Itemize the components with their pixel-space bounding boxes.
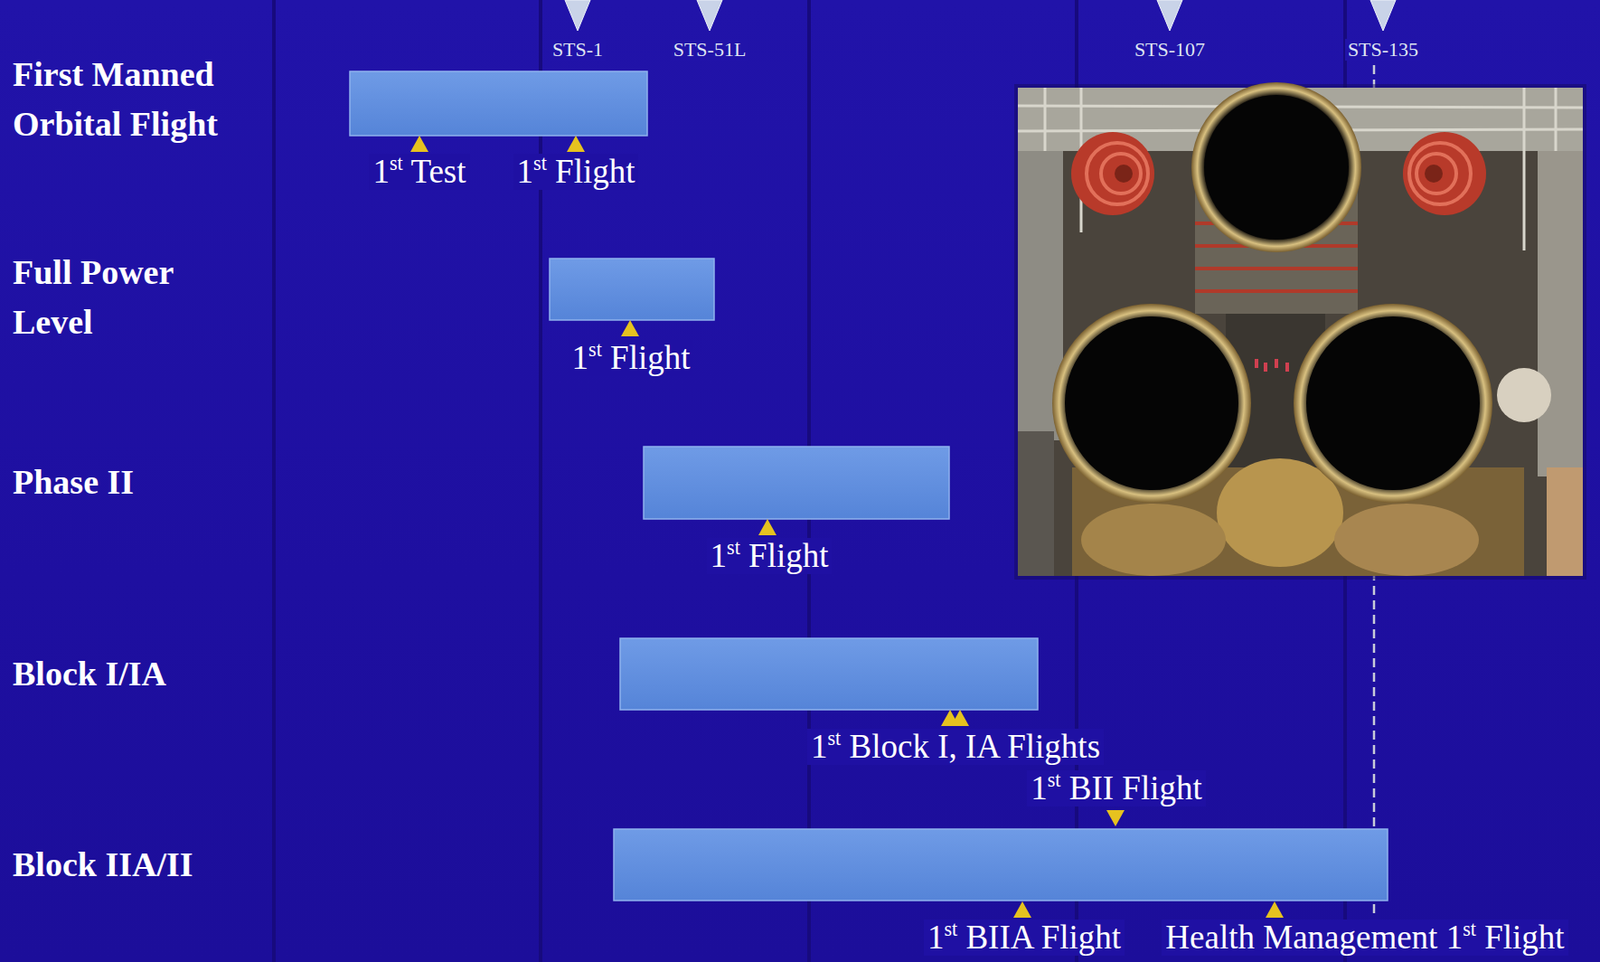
- sts-markers: [564, 0, 1396, 31]
- milestone-label: 1st Flight: [513, 153, 640, 191]
- bars: [349, 71, 1388, 901]
- milestone-label: 1st Block I, IA Flights: [807, 728, 1104, 766]
- mission-label: STS-1: [549, 38, 606, 61]
- row-title: First Manned Orbital Flight: [12, 49, 250, 150]
- row-title: Block IIA/II: [12, 839, 284, 890]
- row-title: Block I/IA: [12, 649, 284, 699]
- milestone-label: 1st BII Flight: [1026, 770, 1206, 808]
- mission-label: STS-107: [1131, 38, 1208, 61]
- milestone-label: 1st Test: [368, 153, 470, 191]
- engine-photo: [1014, 82, 1587, 580]
- milestone-label: 1st Flight: [568, 339, 695, 377]
- milestone-label: 1st BIIA Flight: [923, 919, 1125, 957]
- milestone-label: 1st Flight: [706, 537, 833, 575]
- row-title: Phase II: [12, 457, 284, 508]
- mission-label: STS-135: [1345, 38, 1422, 61]
- milestone-label: Health Management 1st Flight: [1161, 919, 1568, 957]
- row-title: Full Power Level: [12, 247, 223, 348]
- mission-label: STS-51L: [670, 38, 750, 61]
